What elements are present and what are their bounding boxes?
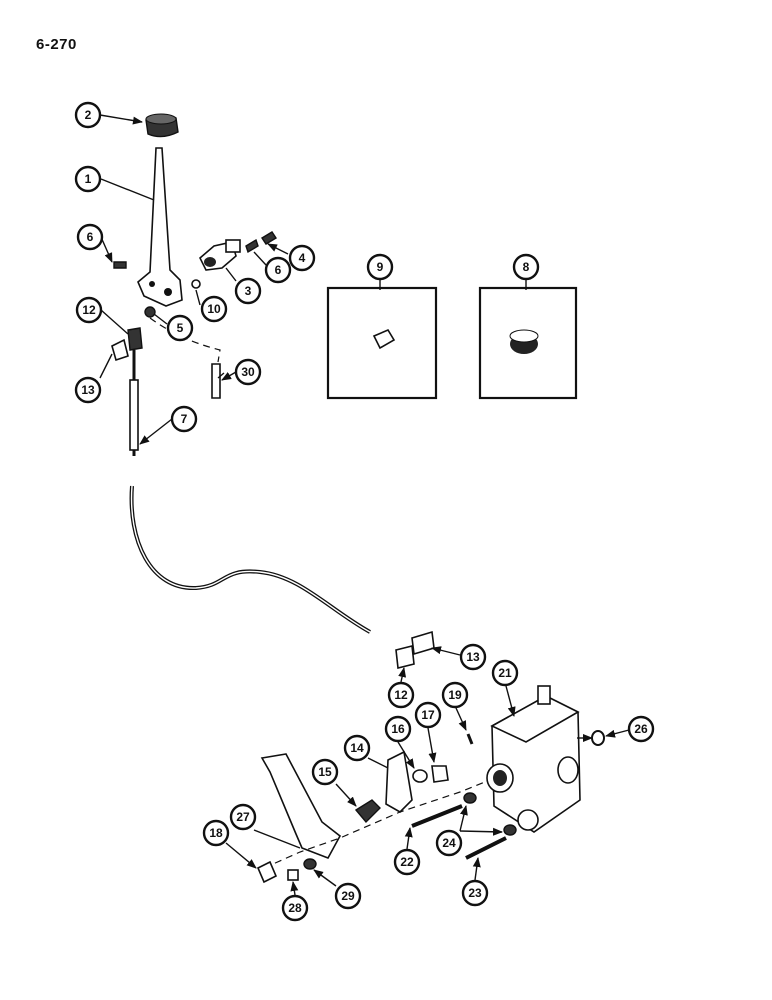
svg-text:30: 30 <box>241 365 255 379</box>
spring-left <box>113 261 127 269</box>
svg-text:2: 2 <box>85 108 92 122</box>
svg-text:18: 18 <box>209 826 223 840</box>
callout-21: 21 <box>491 659 519 687</box>
control-valve-21 <box>486 685 581 833</box>
washer-16 <box>412 769 428 783</box>
callout-24: 24 <box>435 829 463 857</box>
svg-text:4: 4 <box>299 251 306 265</box>
callout-18: 18 <box>202 819 230 847</box>
svg-text:16: 16 <box>391 722 405 736</box>
callout-6-right: 6 <box>264 256 292 284</box>
svg-text:12: 12 <box>82 303 96 317</box>
bolt-22 <box>411 804 463 828</box>
svg-text:7: 7 <box>181 412 188 426</box>
callout-12-top: 12 <box>75 296 103 324</box>
spring-30 <box>211 363 221 399</box>
callout-16: 16 <box>384 715 412 743</box>
lever-part <box>137 147 183 307</box>
bolt-4 <box>261 231 277 245</box>
callout-19: 19 <box>441 681 469 709</box>
svg-text:13: 13 <box>466 650 480 664</box>
callout-29: 29 <box>334 882 362 910</box>
nut-18 <box>256 860 278 884</box>
callout-9: 9 <box>366 253 394 281</box>
svg-text:15: 15 <box>318 765 332 779</box>
callout-7: 7 <box>170 405 198 433</box>
svg-text:5: 5 <box>177 321 184 335</box>
kit-box-8 <box>478 286 578 400</box>
svg-text:26: 26 <box>634 722 648 736</box>
callout-8: 8 <box>512 253 540 281</box>
callout-3: 3 <box>234 277 262 305</box>
washer-29 <box>303 858 317 870</box>
pivot-bracket-part <box>199 239 241 271</box>
pin-19 <box>466 733 474 745</box>
washer-24-lower <box>503 824 517 836</box>
callout-17: 17 <box>414 701 442 729</box>
callout-15: 15 <box>311 758 339 786</box>
svg-text:6: 6 <box>275 263 282 277</box>
callout-23: 23 <box>461 879 489 907</box>
nut-10 <box>191 279 201 289</box>
callout-10: 10 <box>200 295 228 323</box>
ball-joint-15 <box>354 799 381 824</box>
washer-24-upper <box>463 792 477 804</box>
callout-28: 28 <box>281 894 309 922</box>
svg-text:13: 13 <box>81 383 95 397</box>
callout-4: 4 <box>288 244 316 272</box>
svg-text:21: 21 <box>498 666 512 680</box>
bracket-27 <box>260 753 342 859</box>
svg-text:17: 17 <box>421 708 435 722</box>
callout-30: 30 <box>234 358 262 386</box>
bolt-23 <box>465 836 507 860</box>
svg-text:12: 12 <box>394 688 408 702</box>
svg-text:1: 1 <box>85 172 92 186</box>
callout-12-bottom: 12 <box>387 681 415 709</box>
page-number: 6-270 <box>36 36 77 53</box>
callout-27: 27 <box>229 803 257 831</box>
svg-text:22: 22 <box>400 855 414 869</box>
callout-26: 26 <box>627 715 655 743</box>
callout-1: 1 <box>74 165 102 193</box>
svg-text:9: 9 <box>377 260 384 274</box>
callout-13-bottom: 13 <box>459 643 487 671</box>
svg-text:3: 3 <box>245 284 252 298</box>
svg-text:28: 28 <box>288 901 302 915</box>
callout-22: 22 <box>393 848 421 876</box>
bolt-28 <box>287 869 299 881</box>
svg-text:24: 24 <box>442 836 456 850</box>
kit-box-9 <box>326 286 438 400</box>
callout-5: 5 <box>166 314 194 342</box>
nut-5 <box>144 306 156 318</box>
svg-text:19: 19 <box>448 688 462 702</box>
control-cable <box>129 350 371 634</box>
callout-13-top: 13 <box>74 376 102 404</box>
svg-text:29: 29 <box>341 889 355 903</box>
o-ring-26 <box>591 730 605 746</box>
knob-part <box>145 113 179 138</box>
clevis-12-bottom <box>395 645 415 669</box>
svg-text:14: 14 <box>350 741 364 755</box>
clevis-12-top <box>127 327 143 351</box>
nut-17 <box>431 765 449 783</box>
spring-right <box>245 238 259 254</box>
callout-6-left: 6 <box>76 223 104 251</box>
callout-2: 2 <box>74 101 102 129</box>
svg-text:10: 10 <box>207 302 221 316</box>
svg-text:27: 27 <box>236 810 250 824</box>
clip-13-bottom <box>411 630 435 656</box>
svg-text:23: 23 <box>468 886 482 900</box>
svg-text:8: 8 <box>523 260 530 274</box>
callout-14: 14 <box>343 734 371 762</box>
svg-text:6: 6 <box>87 230 94 244</box>
clip-13-top <box>111 338 129 362</box>
lever-plate-14 <box>385 750 413 813</box>
